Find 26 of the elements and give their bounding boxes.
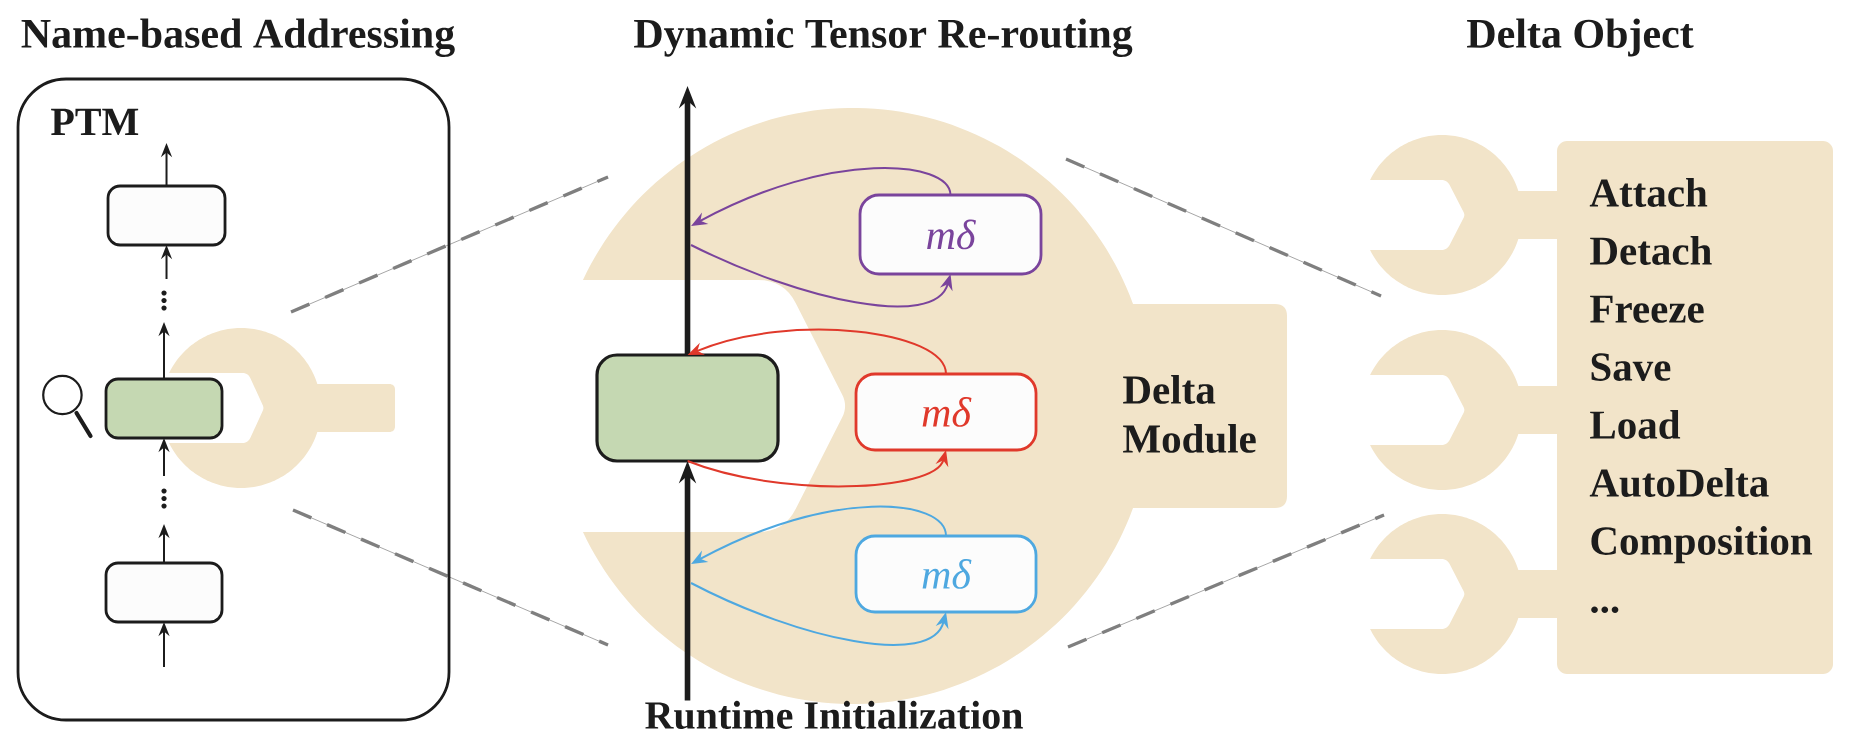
wrench-shape — [1370, 514, 1557, 674]
layer-box — [104, 561, 224, 624]
module-box: mδ — [854, 534, 1038, 614]
operation-label: ... — [1591, 606, 1619, 614]
flow-label: Runtime Initialization — [645, 700, 1023, 730]
operation-label: Save — [1591, 353, 1671, 381]
wrench-shape — [1370, 330, 1557, 490]
curved-arrow — [690, 244, 953, 308]
operation-label: Detach — [1590, 236, 1712, 265]
panel-title: Dynamic Tensor Re-routing — [634, 18, 1133, 57]
operation-label: Composition — [1591, 526, 1813, 564]
wrench-shape — [1370, 135, 1557, 295]
operation-label: Attach — [1589, 178, 1708, 207]
module-box: mδ — [858, 193, 1043, 276]
operation-label: Freeze — [1590, 295, 1704, 323]
wrench-shape — [169, 328, 395, 488]
panel-title: Name-based Addressing — [21, 18, 455, 57]
layer-box — [595, 353, 780, 463]
wrench-label: Delta Module — [1123, 375, 1256, 453]
layer-box — [106, 184, 227, 247]
module-box: mδ — [854, 372, 1038, 452]
operation-label: Load — [1590, 410, 1681, 439]
panel-title: Delta Object — [1467, 18, 1694, 57]
frame-heading: PTM — [51, 108, 139, 135]
operation-label: AutoDelta — [1589, 468, 1769, 497]
layer-box — [104, 377, 224, 440]
